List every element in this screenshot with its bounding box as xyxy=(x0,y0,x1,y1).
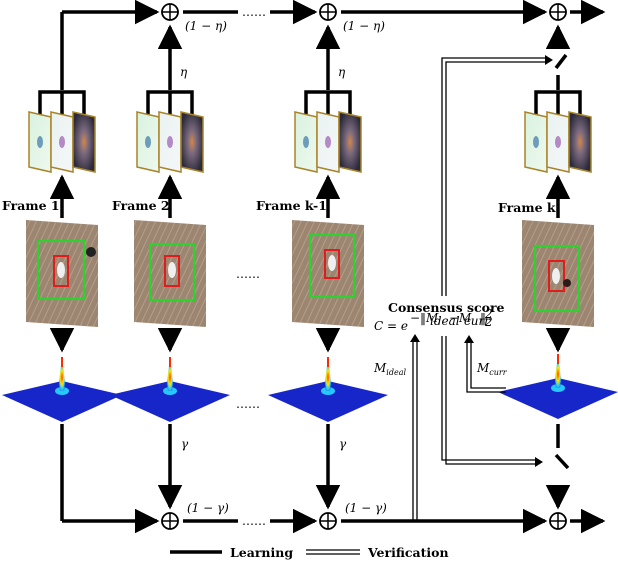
frame-label-2: Frame 2 xyxy=(112,198,170,213)
frame-k-top-dashed xyxy=(545,24,571,90)
feature-blob xyxy=(167,136,173,148)
frame-to-response-arrows xyxy=(49,327,571,353)
oplus-top-1 xyxy=(161,3,179,21)
consensus-formula: C = e −‖M ideal −M curr ‖ 2 2 xyxy=(374,307,493,333)
feature-blob xyxy=(59,136,65,148)
bottom-ellipsis: …… xyxy=(242,514,266,528)
top-ellipsis: …… xyxy=(242,5,266,19)
frame-label-k: Frame k xyxy=(498,200,556,215)
feature-blob xyxy=(325,136,331,148)
response-plane xyxy=(498,378,618,419)
feature-map-c xyxy=(180,111,204,173)
feature-blob xyxy=(37,136,43,148)
svg-text:curr: curr xyxy=(464,314,491,328)
response-plane xyxy=(2,381,122,422)
svg-text:2: 2 xyxy=(484,315,493,329)
bottom-one-minus-gamma-1: (1 − γ) xyxy=(187,501,229,515)
svg-text:−M: −M xyxy=(449,311,472,325)
video-frame-1 xyxy=(26,220,98,327)
svg-text:‖: ‖ xyxy=(480,311,486,325)
video-frame-2 xyxy=(134,220,206,327)
verification-lines xyxy=(412,57,546,521)
feature-map-c xyxy=(338,111,362,173)
response-map-2 xyxy=(110,357,230,422)
oplus-bottom-3 xyxy=(549,512,567,530)
response-peak xyxy=(58,357,66,391)
frame-k-bottom-dashed xyxy=(545,424,571,510)
legend: Learning Verification xyxy=(170,545,449,560)
legend-learning-label: Learning xyxy=(230,545,293,560)
svg-text:C = e: C = e xyxy=(374,319,408,333)
m-curr-label: Mcurr xyxy=(476,361,508,377)
gamma-label-1: γ xyxy=(181,437,189,451)
video-frame-k-1 xyxy=(292,220,364,327)
feature-triplet-1 xyxy=(28,111,96,173)
oplus-top-3 xyxy=(549,3,567,21)
feature-brackets xyxy=(38,90,582,115)
feature-triplet-4 xyxy=(524,111,592,173)
oplus-bottom-2 xyxy=(319,512,337,530)
oplus-bottom-1 xyxy=(161,512,179,530)
bottom-one-minus-gamma-2: (1 − γ) xyxy=(345,501,387,515)
svg-text:2: 2 xyxy=(484,307,493,321)
frames-ellipsis: …… xyxy=(236,267,260,281)
response-peak xyxy=(166,357,174,391)
feature-blob xyxy=(555,136,561,148)
video-frame-k xyxy=(522,220,594,327)
top-one-minus-eta-2: (1 − η) xyxy=(343,19,385,33)
feature-map-c xyxy=(72,111,96,173)
top-one-minus-eta-1: (1 − η) xyxy=(185,19,227,33)
frame-label-k-1: Frame k-1 xyxy=(256,198,327,213)
svg-text:−‖M: −‖M xyxy=(410,311,439,325)
m-ideal-label: Mideal xyxy=(373,361,406,377)
frame-to-feature-arrows xyxy=(49,174,571,218)
response-ellipsis: …… xyxy=(236,397,260,411)
eta-label-1: η xyxy=(180,65,188,79)
feature-map-c xyxy=(568,111,592,173)
consensus-title: Consensus score xyxy=(388,300,505,315)
frame-label-1: Frame 1 xyxy=(2,198,60,213)
feature-blob xyxy=(533,136,539,148)
legend-verification-label: Verification xyxy=(367,545,449,560)
response-map-4 xyxy=(498,354,618,419)
response-peak xyxy=(554,354,562,388)
response-plane xyxy=(268,381,388,422)
feature-blob xyxy=(145,136,151,148)
feature-triplet-3 xyxy=(294,111,362,173)
feature-blob xyxy=(303,136,309,148)
response-peak xyxy=(324,357,332,391)
gamma-label-2: γ xyxy=(339,437,347,451)
svg-text:ideal: ideal xyxy=(430,314,460,328)
bottom-learning-line xyxy=(60,424,606,534)
top-learning-line xyxy=(60,0,606,90)
feature-triplet-2 xyxy=(136,111,204,173)
response-map-1 xyxy=(2,357,122,422)
response-plane xyxy=(110,381,230,422)
oplus-top-2 xyxy=(319,3,337,21)
verification-arrowheads xyxy=(410,55,553,467)
eta-label-2: η xyxy=(338,65,346,79)
response-map-3 xyxy=(268,357,388,422)
